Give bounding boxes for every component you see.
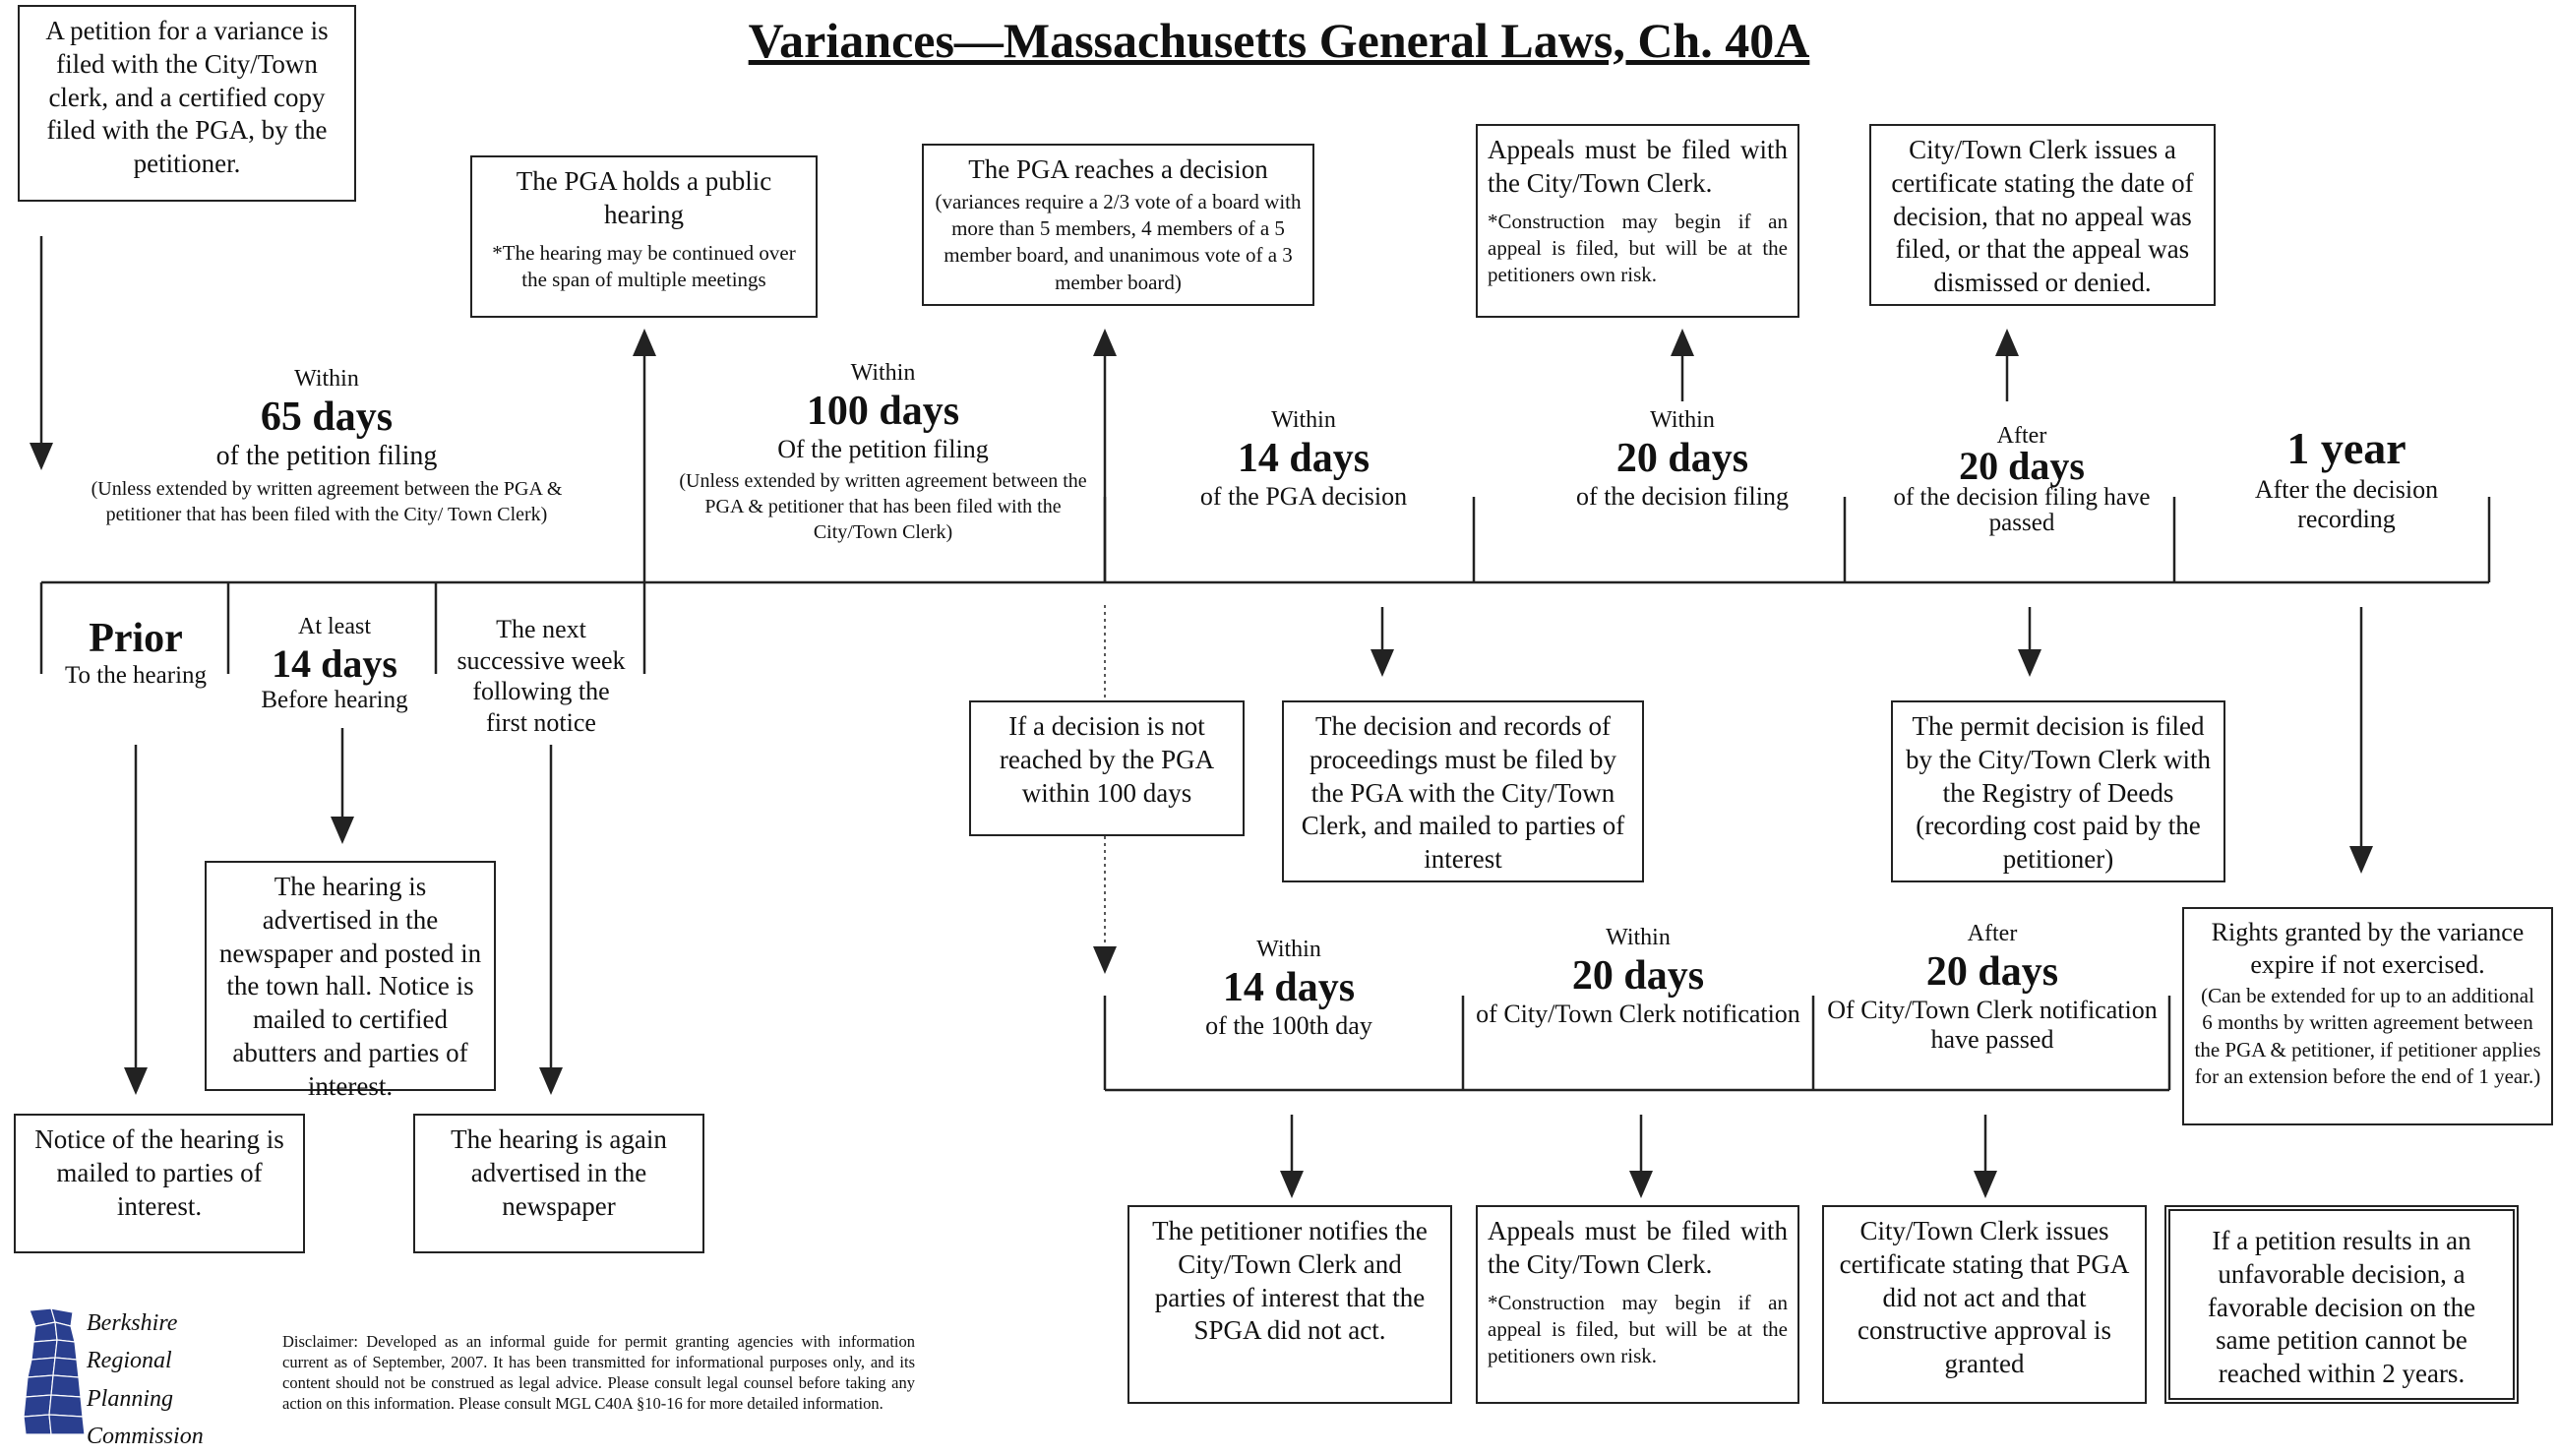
appeals-top-note: *Construction may begin if an appeal is …: [1488, 209, 1788, 287]
label-20-days-passed-mid: of the decision filing have passed: [1893, 483, 2151, 537]
permit-filed-box: The permit decision is filed by the City…: [1891, 700, 2225, 882]
label-65-days-pre: Within: [294, 366, 359, 392]
label-prior-mid: To the hearing: [64, 662, 208, 690]
unfavorable-decision-text: If a petition results in an unfavorable …: [2207, 1226, 2476, 1388]
label-14-days-decision-mid: of the PGA decision: [1199, 481, 1408, 511]
label-next-week: The next successive week following the f…: [453, 614, 630, 739]
pga-decision-note: (variances require a 2/3 vote of a board…: [935, 189, 1302, 294]
rights-expire-text: Rights granted by the variance expire if…: [2211, 918, 2525, 979]
label-20-days-filing: Within 20 days of the decision filing: [1495, 407, 1869, 512]
label-100-days-big: 100 days: [806, 388, 960, 434]
constructive-approval-text: City/Town Clerk issues certificate stati…: [1839, 1216, 2130, 1378]
label-100-days: Within 100 days Of the petition filing (…: [679, 360, 1087, 545]
logo-line-4: Commission: [87, 1424, 204, 1450]
organization-name: Berkshire Regional Planning Commission: [87, 1304, 204, 1456]
label-20-days-passed-pre: After: [1996, 423, 2047, 449]
label-1-year: 1 year After the decision recording: [2214, 423, 2479, 534]
label-at-least-14-big: 14 days: [272, 640, 397, 686]
label-prior: Prior To the hearing: [47, 615, 224, 691]
label-20-days-notification-pre: Within: [1606, 925, 1671, 950]
label-100-days-fine: (Unless extended by written agreement be…: [679, 469, 1087, 543]
not-reached-box: If a decision is not reached by the PGA …: [969, 700, 1245, 836]
rights-expire-note: (Can be extended for up to an additional…: [2194, 984, 2541, 1088]
label-20-days-notification: Within 20 days of City/Town Clerk notifi…: [1476, 925, 1800, 1029]
logo-line-1: Berkshire: [87, 1310, 178, 1336]
label-14-days-decision-pre: Within: [1271, 407, 1336, 433]
berkshire-county-map-logo: [23, 1308, 86, 1435]
label-65-days: Within 65 days of the petition filing (U…: [69, 366, 584, 527]
petitioner-notifies-box: The petitioner notifies the City/Town Cl…: [1127, 1205, 1452, 1404]
page-title: Variances—Massachusetts General Laws, Ch…: [748, 13, 1810, 68]
label-65-days-mid: of the petition filing: [215, 440, 438, 471]
appeals-bottom-box: Appeals must be filed with the City/Town…: [1476, 1205, 1799, 1404]
label-20-days-filing-pre: Within: [1650, 407, 1715, 433]
again-advertised-text: The hearing is again advertised in the n…: [451, 1124, 667, 1221]
label-65-days-big: 65 days: [260, 394, 394, 440]
label-1-year-big: 1 year: [2286, 423, 2406, 473]
pga-decision-text: The PGA reaches a decision: [968, 154, 1268, 184]
advertised-box: The hearing is advertised in the newspap…: [205, 861, 496, 1101]
label-1-year-mid: After the decision recording: [2254, 474, 2439, 533]
label-14-days-100th: Within 14 days of the 100th day: [1122, 937, 1456, 1041]
label-20-days-notification-passed-pre: After: [1967, 921, 2018, 946]
label-prior-big: Prior: [89, 616, 183, 661]
not-reached-text: If a decision is not reached by the PGA …: [999, 711, 1215, 808]
appeals-bottom-text: Appeals must be filed with the City/Town…: [1488, 1216, 1788, 1279]
label-at-least-14: At least 14 days Before hearing: [236, 614, 433, 714]
label-20-days-notification-passed-mid: Of City/Town Clerk notification have pas…: [1827, 995, 2158, 1054]
certificate-top-box: City/Town Clerk issues a certificate sta…: [1869, 124, 2216, 306]
notice-mailed-text: Notice of the hearing is mailed to parti…: [34, 1124, 284, 1221]
label-14-days-100th-mid: of the 100th day: [1205, 1010, 1372, 1040]
label-20-days-notification-mid: of City/Town Clerk notification: [1476, 999, 1800, 1028]
label-20-days-notification-passed-big: 20 days: [1925, 948, 2059, 995]
rights-expire-box: Rights granted by the variance expire if…: [2182, 907, 2553, 1125]
public-hearing-box: The PGA holds a public hearing *The hear…: [470, 155, 818, 318]
constructive-approval-box: City/Town Clerk issues certificate stati…: [1822, 1205, 2147, 1404]
label-65-days-fine: (Unless extended by written agreement be…: [91, 478, 563, 526]
public-hearing-note: *The hearing may be continued over the s…: [492, 240, 796, 291]
notice-mailed-box: Notice of the hearing is mailed to parti…: [14, 1114, 305, 1253]
petition-filed-text: A petition for a variance is filed with …: [45, 16, 329, 178]
petitioner-notifies-text: The petitioner notifies the City/Town Cl…: [1152, 1216, 1428, 1346]
appeals-top-box: Appeals must be filed with the City/Town…: [1476, 124, 1799, 318]
petition-filed-box: A petition for a variance is filed with …: [18, 5, 356, 202]
label-20-days-filing-mid: of the decision filing: [1576, 481, 1789, 511]
label-20-days-notification-passed: After 20 days Of City/Town Clerk notific…: [1825, 921, 2160, 1055]
appeals-bottom-note: *Construction may begin if an appeal is …: [1488, 1290, 1788, 1368]
disclaimer-text: Disclaimer: Developed as an informal gui…: [282, 1332, 915, 1414]
records-filed-box: The decision and records of proceedings …: [1282, 700, 1644, 882]
label-14-days-decision: Within 14 days of the PGA decision: [1122, 407, 1486, 512]
label-20-days-filing-big: 20 days: [1615, 435, 1749, 481]
public-hearing-text: The PGA holds a public hearing: [516, 166, 772, 229]
label-14-days-100th-big: 14 days: [1222, 964, 1356, 1010]
advertised-text: The hearing is advertised in the newspap…: [218, 872, 482, 1101]
label-100-days-mid: Of the petition filing: [777, 434, 989, 463]
label-next-week-text: The next successive week following the f…: [457, 615, 626, 738]
label-100-days-pre: Within: [850, 360, 916, 386]
logo-line-3: Planning: [87, 1385, 173, 1412]
label-20-days-notification-big: 20 days: [1571, 952, 1705, 999]
appeals-top-text: Appeals must be filed with the City/Town…: [1488, 135, 1788, 198]
again-advertised-box: The hearing is again advertised in the n…: [413, 1114, 704, 1253]
label-20-days-passed: After 20 days of the decision filing hav…: [1869, 423, 2174, 537]
unfavorable-decision-box: If a petition results in an unfavorable …: [2164, 1205, 2519, 1404]
label-at-least-14-pre: At least: [298, 614, 371, 639]
pga-decision-box: The PGA reaches a decision (variances re…: [922, 144, 1314, 306]
certificate-top-text: City/Town Clerk issues a certificate sta…: [1891, 135, 2194, 297]
label-14-days-100th-pre: Within: [1256, 937, 1321, 962]
logo-line-2: Regional: [87, 1348, 172, 1374]
label-14-days-decision-big: 14 days: [1237, 435, 1370, 481]
permit-filed-text: The permit decision is filed by the City…: [1905, 711, 2212, 874]
label-20-days-passed-big: 20 days: [1959, 443, 2085, 488]
records-filed-text: The decision and records of proceedings …: [1301, 711, 1625, 874]
label-at-least-14-mid: Before hearing: [261, 686, 408, 713]
